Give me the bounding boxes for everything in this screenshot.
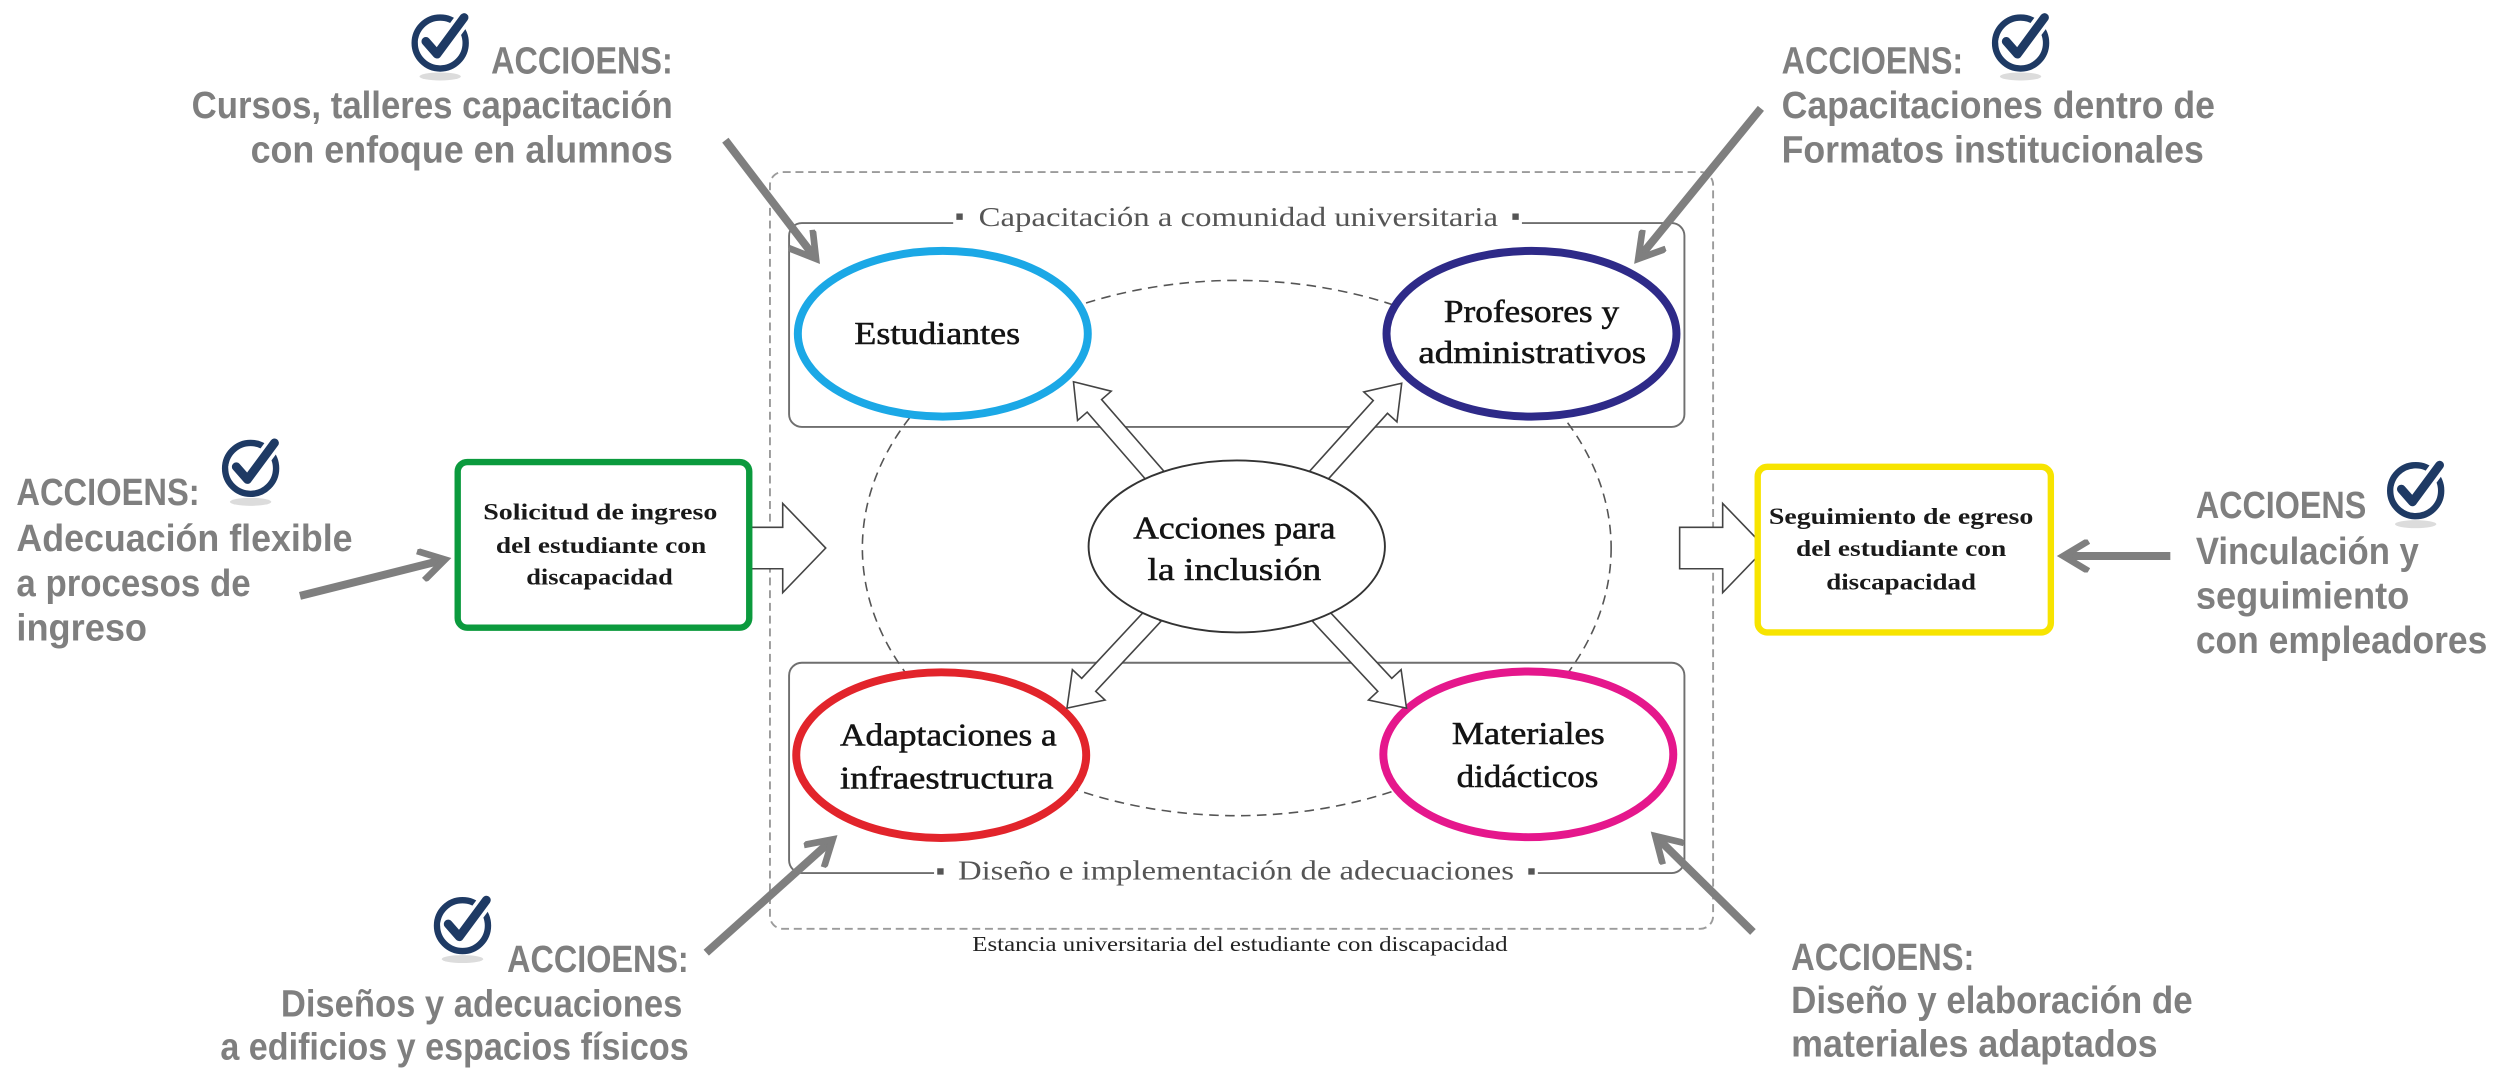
annotation-line: ingreso [16,606,147,649]
annotation-line: con empleadores [2196,619,2488,662]
annotation-heading: ACCIOENS: [491,39,673,82]
training-group-text: Capacitación a comunidad universitaria [979,202,1498,232]
annotation-right: ACCIOENS Vinculación y seguimiento con e… [2068,465,2487,662]
pointer-arrow [722,137,813,255]
pointer-arrow [1641,105,1764,255]
block-arrow-to-infrastructure [1066,607,1163,710]
node-staff: Profesores y administrativos [1382,246,1681,421]
check-circle-icon [2390,465,2441,528]
node-students: Estudiantes [793,246,1092,421]
check-circle-icon [1995,18,2046,81]
annotation-line: Vinculación y [2196,530,2420,573]
block-arrow-to-materials [1311,607,1408,710]
node-center-actions: Acciones para la inclusión [1087,459,1386,634]
check-circle-icon [225,443,276,506]
exit-box-line: del estudiante con [1796,535,2006,561]
pointer-arrow [299,561,440,600]
annotation-line: Capacitaciones dentro de [1782,84,2215,127]
pointer-arrow [1659,840,1756,935]
exit-box: Seguimiento de egreso del estudiante con… [1754,463,2055,636]
entry-box-line: discapacidad [526,564,673,590]
block-arrow-exit [1678,501,1767,595]
annotation-heading: ACCIOENS: [507,938,689,981]
annotation-line: seguimiento [2196,575,2409,618]
node-materials: Materiales didácticos [1379,667,1678,842]
center-label: la inclusión [1148,552,1322,587]
cycle-dashed-ellipse [861,279,1612,817]
exit-box-line: Seguimiento de egreso [1769,503,2033,529]
annotation-bottom-right: ACCIOENS: Diseño y elaboración de materi… [1659,840,2193,1065]
node-label: infraestructura [840,761,1053,796]
annotation-line: Adecuación flexible [16,517,352,560]
annotation-line: con enfoque en alumnos [251,129,673,172]
node-label: Estudiantes [854,316,1020,351]
annotation-line: a procesos de [16,562,250,605]
pointer-arrow [703,843,829,956]
node-infrastructure: Adaptaciones a infraestructura [792,668,1091,842]
center-label: Acciones para [1133,510,1335,545]
entry-box-line: Solicitud de ingreso [483,498,717,524]
annotation-top-left: ACCIOENS: Cursos, talleres capacitación … [192,18,813,255]
annotation-line: Diseños y adecuaciones [281,982,682,1025]
check-circle-icon [415,18,466,81]
node-label: Profesores y [1444,294,1619,329]
annotation-heading: ACCIOENS: [1791,936,1974,979]
annotation-left: ACCIOENS: Adecuación flexible a procesos… [16,443,440,649]
annotation-line: Cursos, talleres capacitación [192,84,673,127]
adaptation-group-label: Diseño e implementación de adecuaciones [934,855,1538,886]
annotation-heading: ACCIOENS: [1782,39,1964,82]
node-label: Adaptaciones a [840,718,1057,753]
block-arrow-to-students [1072,380,1166,486]
exit-box-line: discapacidad [1826,568,1976,594]
annotation-line: materiales adaptados [1791,1022,2157,1065]
node-label: didácticos [1457,759,1599,794]
annotation-line: a edificios y espacios físicos [220,1025,688,1068]
training-group-label: Capacitación a comunidad universitaria [953,202,1522,232]
node-label: administrativos [1418,335,1646,370]
check-circle-icon [437,900,488,963]
entry-box-line: del estudiante con [496,532,706,558]
annotation-top-right: ACCIOENS: Capacitaciones dentro de Forma… [1641,18,2215,255]
adaptation-group-text: Diseño e implementación de adecuaciones [958,855,1514,885]
entry-box: Solicitud de ingreso del estudiante con … [454,458,753,631]
stay-caption: Estancia universitaria del estudiante co… [972,934,1508,956]
annotation-bottom-left: ACCIOENS: Diseños y adecuaciones a edifi… [220,843,829,1068]
block-arrow-to-staff [1308,382,1403,486]
annotation-heading: ACCIOENS [2196,484,2366,527]
annotation-heading: ACCIOENS: [16,471,199,514]
annotation-line: Formatos institucionales [1782,129,2204,172]
node-label: Materiales [1452,716,1605,751]
annotation-line: Diseño y elaboración de [1791,979,2192,1022]
